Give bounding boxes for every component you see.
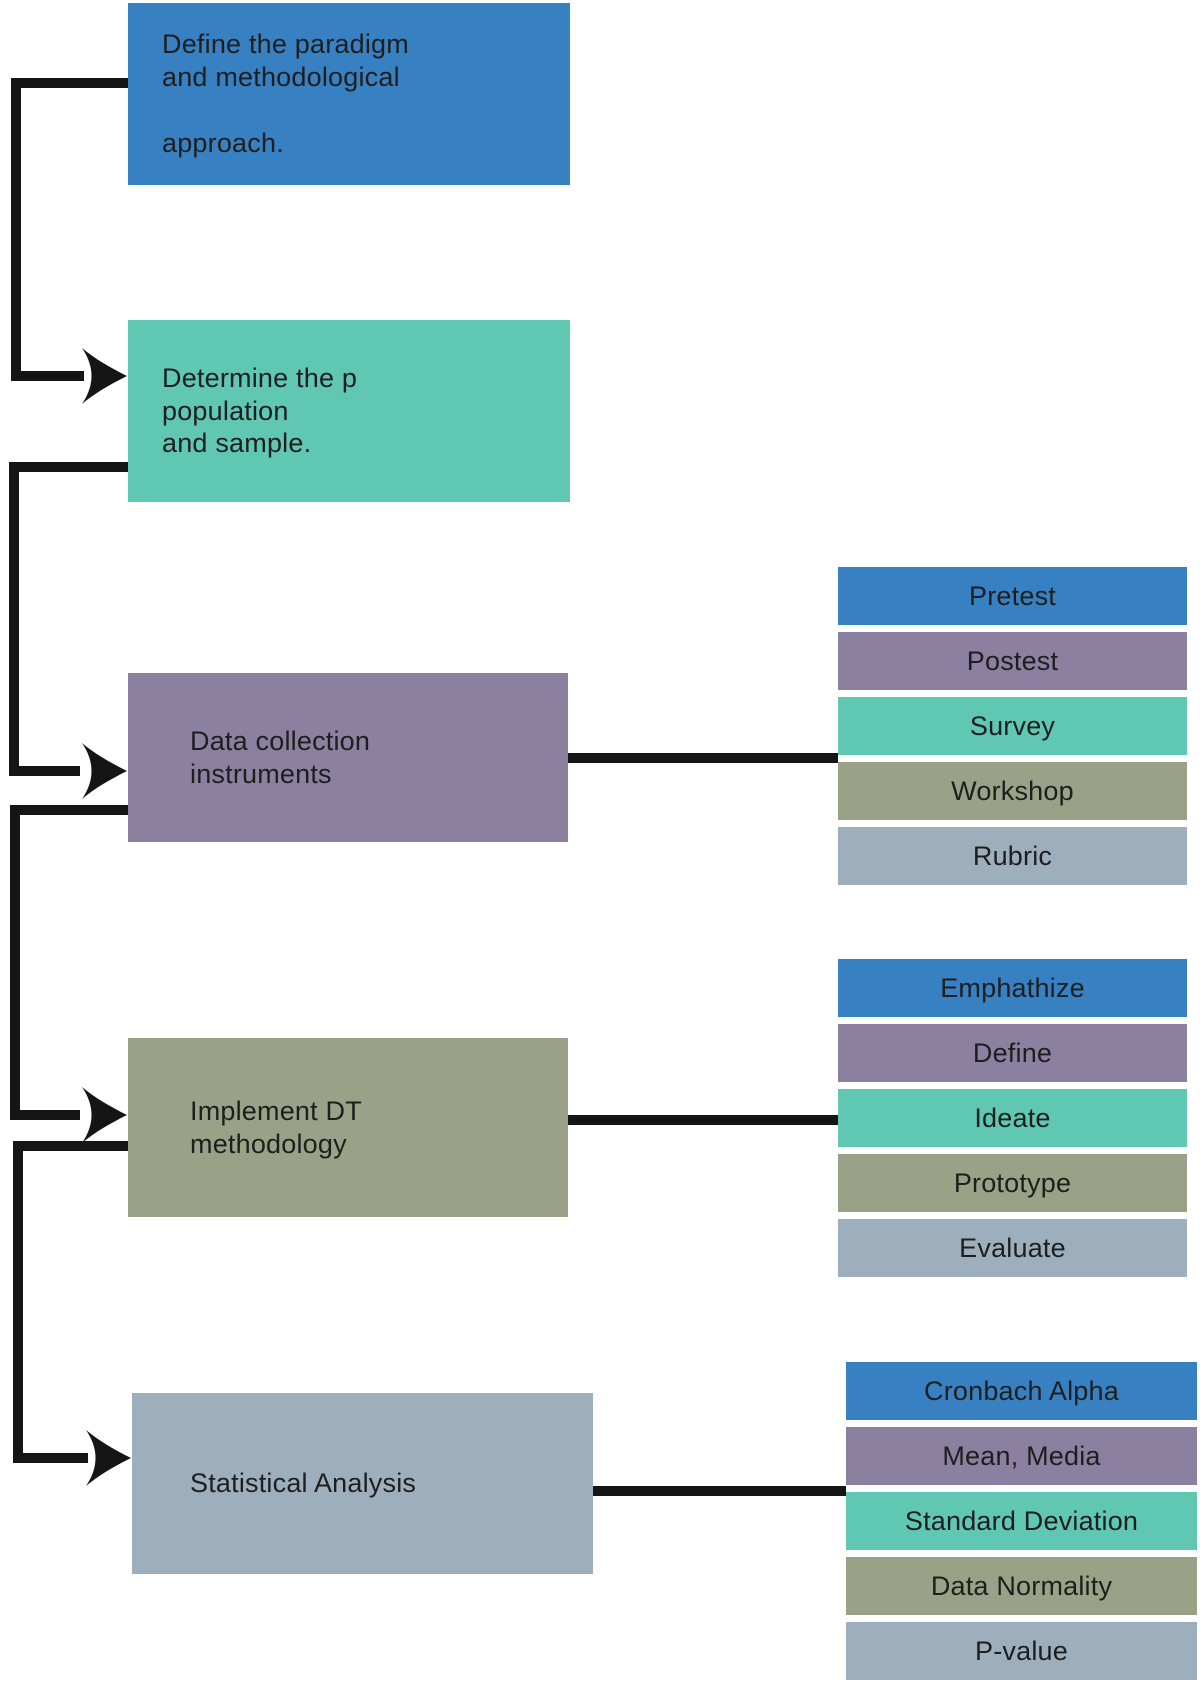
list-item-label: Emphathize bbox=[940, 972, 1085, 1003]
list-item-label: Evaluate bbox=[959, 1232, 1066, 1263]
list-item-label: Mean, Media bbox=[942, 1440, 1101, 1471]
list-item-label: Pretest bbox=[969, 580, 1056, 611]
list-item: Standard Deviation bbox=[846, 1492, 1197, 1550]
list-item: Emphathize bbox=[838, 959, 1187, 1017]
arrowhead-icon bbox=[82, 348, 127, 404]
list-item-label: Cronbach Alpha bbox=[924, 1375, 1119, 1406]
arrowhead-icon bbox=[82, 1087, 127, 1143]
arrowhead-icon bbox=[82, 743, 127, 799]
list-item: Workshop bbox=[838, 762, 1187, 820]
list-item-label: Ideate bbox=[974, 1102, 1051, 1133]
flow-step-define-paradigm: Define the paradigm and methodological a… bbox=[128, 3, 570, 185]
list-item: Mean, Media bbox=[846, 1427, 1197, 1485]
flow-step-label: Define the paradigm and methodological a… bbox=[162, 29, 409, 158]
list-item-label: Data Normality bbox=[930, 1570, 1113, 1601]
connector-step3-to-step4 bbox=[10, 805, 136, 1120]
list-item: Cronbach Alpha bbox=[846, 1362, 1197, 1420]
connector-step2-to-step3 bbox=[9, 462, 128, 776]
list-item-label: P-value bbox=[975, 1635, 1068, 1666]
list-item: Evaluate bbox=[838, 1219, 1187, 1277]
list-item-label: Define bbox=[972, 1037, 1053, 1068]
list-item-label: Rubric bbox=[972, 840, 1053, 871]
flow-step-label: Data collection instruments bbox=[190, 725, 371, 789]
arrowhead-icon bbox=[86, 1430, 131, 1486]
flow-step-statistical-analysis: Statistical Analysis bbox=[132, 1393, 593, 1574]
list-item: Postest bbox=[838, 632, 1187, 690]
list-item: Data Normality bbox=[846, 1557, 1197, 1615]
connector-step4-to-step5 bbox=[13, 1141, 138, 1463]
flow-step-implement-dt: Implement DT methodology bbox=[128, 1038, 568, 1217]
list-item: Pretest bbox=[838, 567, 1187, 625]
list-item: Survey bbox=[838, 697, 1187, 755]
list-item-label: Postest bbox=[966, 645, 1059, 676]
connector-step1-to-step2 bbox=[11, 78, 128, 381]
list-item-label: Survey bbox=[969, 710, 1056, 741]
flow-step-label: Implement DT methodology bbox=[190, 1095, 362, 1159]
list-item: Rubric bbox=[838, 827, 1187, 885]
list-item: Ideate bbox=[838, 1089, 1187, 1147]
list-item-label: Workshop bbox=[951, 775, 1074, 806]
flow-step-label: Determine the p population and sample. bbox=[162, 362, 358, 459]
list-item-label: Prototype bbox=[953, 1167, 1072, 1198]
flow-step-label: Statistical Analysis bbox=[190, 1468, 417, 1499]
list-item: P-value bbox=[846, 1622, 1197, 1680]
flow-step-data-collection: Data collection instruments bbox=[128, 673, 568, 842]
list-item: Prototype bbox=[838, 1154, 1187, 1212]
list-item-label: Standard Deviation bbox=[904, 1505, 1139, 1536]
list-item: Define bbox=[838, 1024, 1187, 1082]
flow-step-determine-population: Determine the p population and sample. bbox=[128, 320, 570, 502]
